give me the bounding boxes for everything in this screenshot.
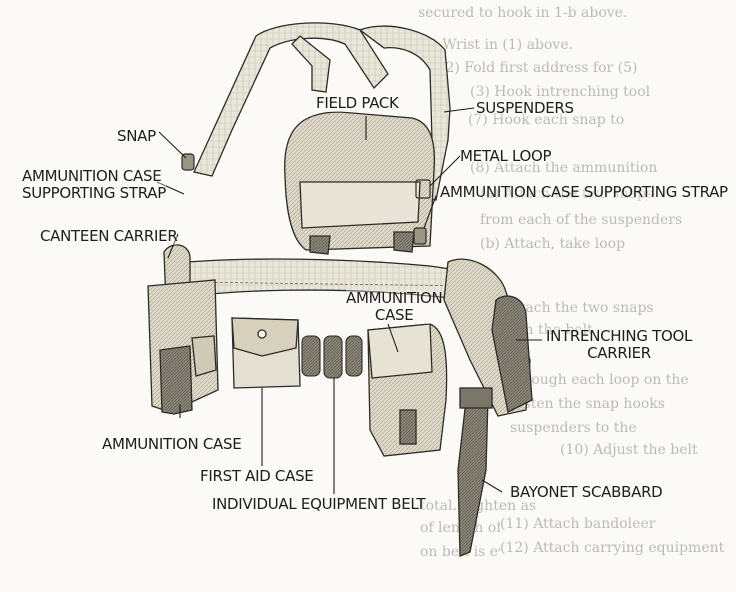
background-text-line: (8) Attach the ammunition [470,160,658,176]
suspenders [193,22,451,201]
background-text-line: suspenders to the [510,420,637,436]
background-text-line: through each loop on the [510,372,689,388]
background-text-line: secured to hook in 1-b above. [418,5,628,21]
leader-lines [156,107,542,494]
label-suspenders: SUSPENDERS [476,99,574,117]
label-canteen-carrier: CANTEEN CARRIER [40,227,178,245]
metal-loop [413,179,431,245]
background-text-line: (b) Attach, take loop [480,236,626,252]
background-text-line: from each of the suspenders [480,212,683,228]
bayonet-scabbard [457,387,493,557]
label-line: AMMUNITION [346,289,443,307]
label-first-aid-case: FIRST AID CASE [200,467,314,485]
snap [181,153,195,171]
intrenching-tool-carrier [443,258,533,417]
label-line: INTRENCHING TOOL [546,327,693,345]
canteen-carrier [147,244,219,415]
background-text-line: (3) Hook intrenching tool [470,84,651,100]
background-text-line: (4) Wrist in (1) above. [418,37,574,53]
label-line: CASE [374,306,414,324]
background-text-line: (10) Adjust the belt [560,442,698,458]
first-aid-case [231,317,301,389]
label-line: AMMUNITION CASE [22,167,162,185]
background-text-line: (7) Hook each snap to [468,112,625,128]
label-ammunition-case-supporting-strap-left: AMMUNITION CASE SUPPORTING STRAP [22,168,166,202]
label-intrenching-tool-carrier: INTRENCHING TOOL CARRIER [546,328,692,362]
background-text-line: (a) Attach the two snaps [480,186,654,202]
label-individual-equipment-belt: INDIVIDUAL EQUIPMENT BELT [212,495,426,513]
label-bayonet-scabbard: BAYONET SCABBARD [510,483,663,501]
label-field-pack: FIELD PACK [316,94,399,112]
background-text-line: fasten the snap hooks [510,396,665,412]
background-text-line: (2) Fold first address for (5) [440,60,638,76]
background-text-line: (11) Attach bandoleer [500,516,656,532]
background-text-line: (12) Attach carrying equipment [500,540,725,556]
label-ammunition-case-bottom: AMMUNITION CASE [102,435,242,453]
label-snap: SNAP [117,127,156,145]
ammunition-case-center [367,323,448,457]
label-ammunition-case-supporting-strap-right: AMMUNITION CASE SUPPORTING STRAP [440,183,728,201]
label-ammunition-case-center: AMMUNITION CASE [346,289,443,324]
label-metal-loop: METAL LOOP [460,147,552,165]
field-pack [284,111,436,255]
label-line: SUPPORTING STRAP [22,184,166,202]
magazine-pockets [301,335,363,379]
label-line: CARRIER [587,344,651,362]
